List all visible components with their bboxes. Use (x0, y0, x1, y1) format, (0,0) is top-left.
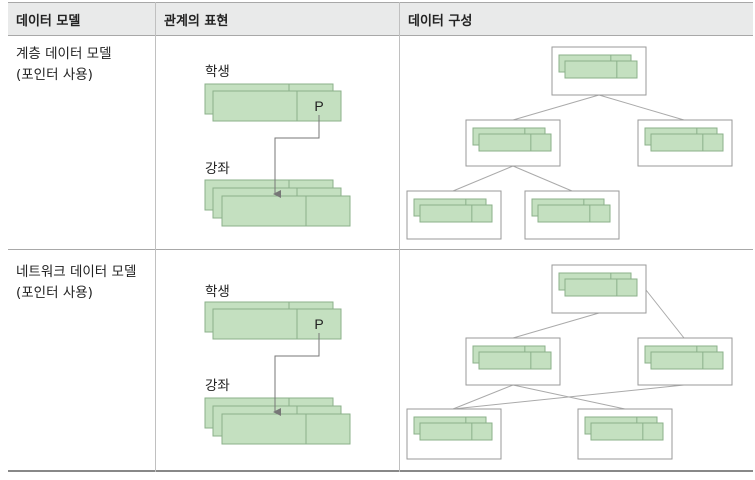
net-leaf-left-node-record-front (419, 422, 493, 441)
net-link-mid-leftleaf (452, 384, 514, 410)
tree1-mid-node-record-front (478, 133, 552, 152)
tree1-link-root-right (598, 94, 685, 121)
row2-pointer-label: P (314, 316, 323, 332)
net-root-node-record-front (564, 278, 638, 297)
row2-student-record (212, 308, 342, 340)
row2-course-record (221, 413, 351, 445)
row1-student-record (212, 90, 342, 122)
row2-model-name: 네트워크 데이터 모델 (16, 264, 137, 280)
net-leaf-right-node-record-front (590, 422, 664, 441)
row-divider (8, 249, 753, 250)
table-header-background (8, 2, 753, 35)
table-bottom-border (8, 470, 753, 472)
header-divider (8, 35, 753, 36)
tree1-root-node-record-front (564, 60, 638, 79)
row1-pointer-arrow (273, 115, 320, 198)
net-link-root-mid (512, 312, 600, 339)
net-link-right-leftleaf (452, 384, 685, 410)
tree1-leaf-left-node-record-front (419, 204, 493, 223)
tree1-right-node-record-front (650, 133, 724, 152)
header-relationship: 관계의 표현 (164, 14, 229, 29)
row1-student-label: 학생 (205, 64, 230, 80)
net-link-root-right (645, 289, 685, 339)
column-divider-1 (155, 2, 156, 472)
tree1-link-root-mid (512, 94, 600, 121)
net-mid-node-record-front (478, 351, 552, 370)
column-divider-2 (399, 2, 400, 472)
row2-model-note: (포인터 사용) (16, 285, 93, 301)
row1-model-note: (포인터 사용) (16, 67, 93, 83)
net-right-node-record-front (650, 351, 724, 370)
row2-course-label: 강좌 (205, 378, 230, 394)
row2-pointer-arrow (273, 333, 320, 416)
row1-model-name: 계층 데이터 모델 (16, 46, 112, 62)
tree1-link-mid-leftleaf (452, 165, 514, 192)
tree1-link-mid-rightleaf (512, 165, 573, 192)
row1-pointer-label: P (314, 98, 323, 114)
header-data-structure: 데이터 구성 (408, 14, 473, 29)
row1-course-label: 강좌 (205, 161, 230, 177)
tree1-leaf-right-node-record-front (537, 204, 611, 223)
header-data-model: 데이터 모델 (16, 14, 81, 29)
table-top-border (8, 2, 753, 3)
row2-student-label: 학생 (205, 284, 230, 300)
row1-course-record (221, 195, 351, 227)
